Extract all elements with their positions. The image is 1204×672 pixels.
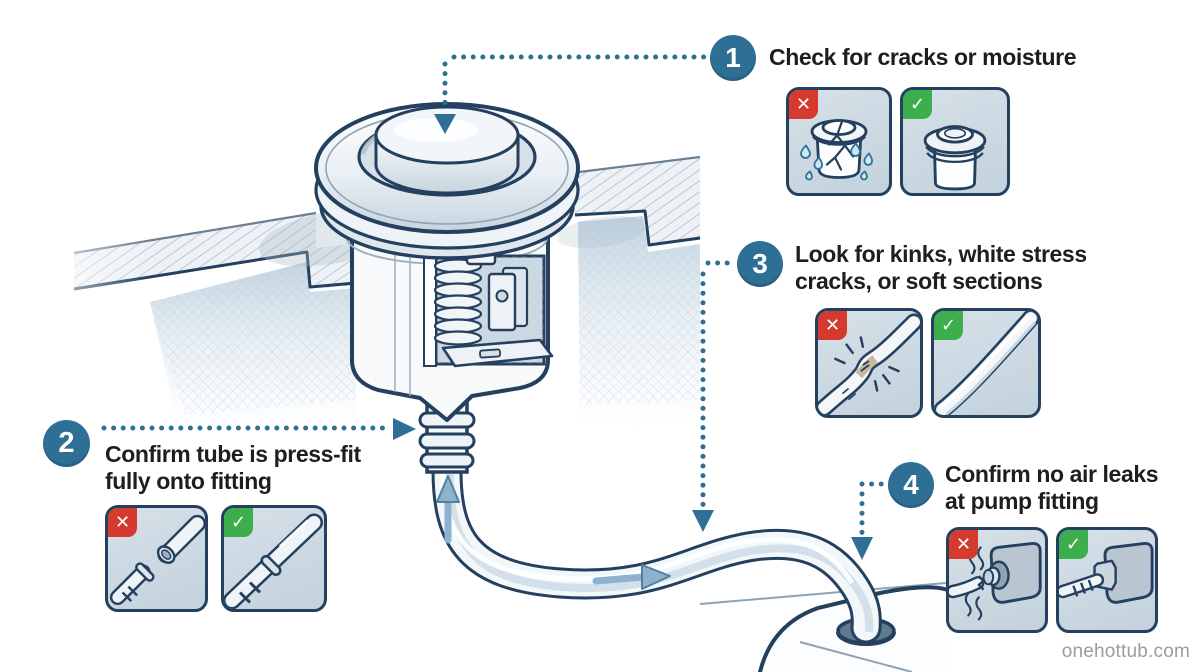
deck-surface [0,155,701,360]
step4-badge: 4 [888,462,934,508]
step1-label: Check for cracks or moisture [769,44,1077,70]
air-button-cap [374,105,520,195]
intact-button-icon [923,125,987,191]
pass-check-icon: ✓ [903,90,932,119]
step1-pass-panel: ✓ [900,87,1010,196]
step3-badge: 3 [737,241,783,287]
airflow-arrows [436,475,671,590]
sealed-pump-fitting-icon [1059,541,1154,604]
step2-fail-panel: ✕ [105,505,208,612]
cracked-button-with-moisture-icon [800,119,873,181]
step4-fail-panel: ✕ [946,527,1048,633]
step3-pass-panel: ✓ [931,308,1041,418]
fail-x-icon: ✕ [789,90,818,119]
fail-x-icon: ✕ [818,311,847,340]
watermark: onehottub.com [1061,641,1190,662]
step3-label: Look for kinks, white stress cracks, or … [795,241,1087,294]
fail-x-icon: ✕ [108,508,137,537]
spring [433,258,483,346]
tube-detached-from-fitting-icon [109,514,205,606]
step2-label: Confirm tube is press-fit fully onto fit… [105,441,361,494]
pass-check-icon: ✓ [1059,530,1088,559]
step3-fail-panel: ✕ [815,308,923,418]
annotation-arrowheads [393,114,873,560]
button-housing-cutaway [346,223,554,422]
arrow-step3-down [692,510,714,532]
pump-grommet-front [836,631,896,646]
arrow-step4-down [851,537,873,560]
smooth-tube-icon [934,311,1038,415]
step2-badge: 2 [43,420,90,467]
step2-pass-panel: ✓ [221,505,327,612]
step1-badge: 1 [710,35,756,81]
leaking-pump-fitting-icon [949,541,1042,621]
arrow-step2-right [393,418,416,440]
fail-x-icon: ✕ [949,530,978,559]
annotation-connectors [101,54,887,537]
micro-switch-bracket [441,266,554,368]
kinked-tube-icon [818,313,920,415]
tube-seated-on-fitting-icon [224,513,323,609]
air-tube [431,454,882,644]
step1-fail-panel: ✕ [786,87,892,196]
arrow-step1-down [434,114,456,134]
step4-pass-panel: ✓ [1056,527,1158,633]
step4-label: Confirm no air leaks at pump fitting [945,461,1159,514]
under-deck-shading [150,216,700,432]
pump-body [699,582,954,672]
pass-check-icon: ✓ [224,508,253,537]
pass-check-icon: ✓ [934,311,963,340]
